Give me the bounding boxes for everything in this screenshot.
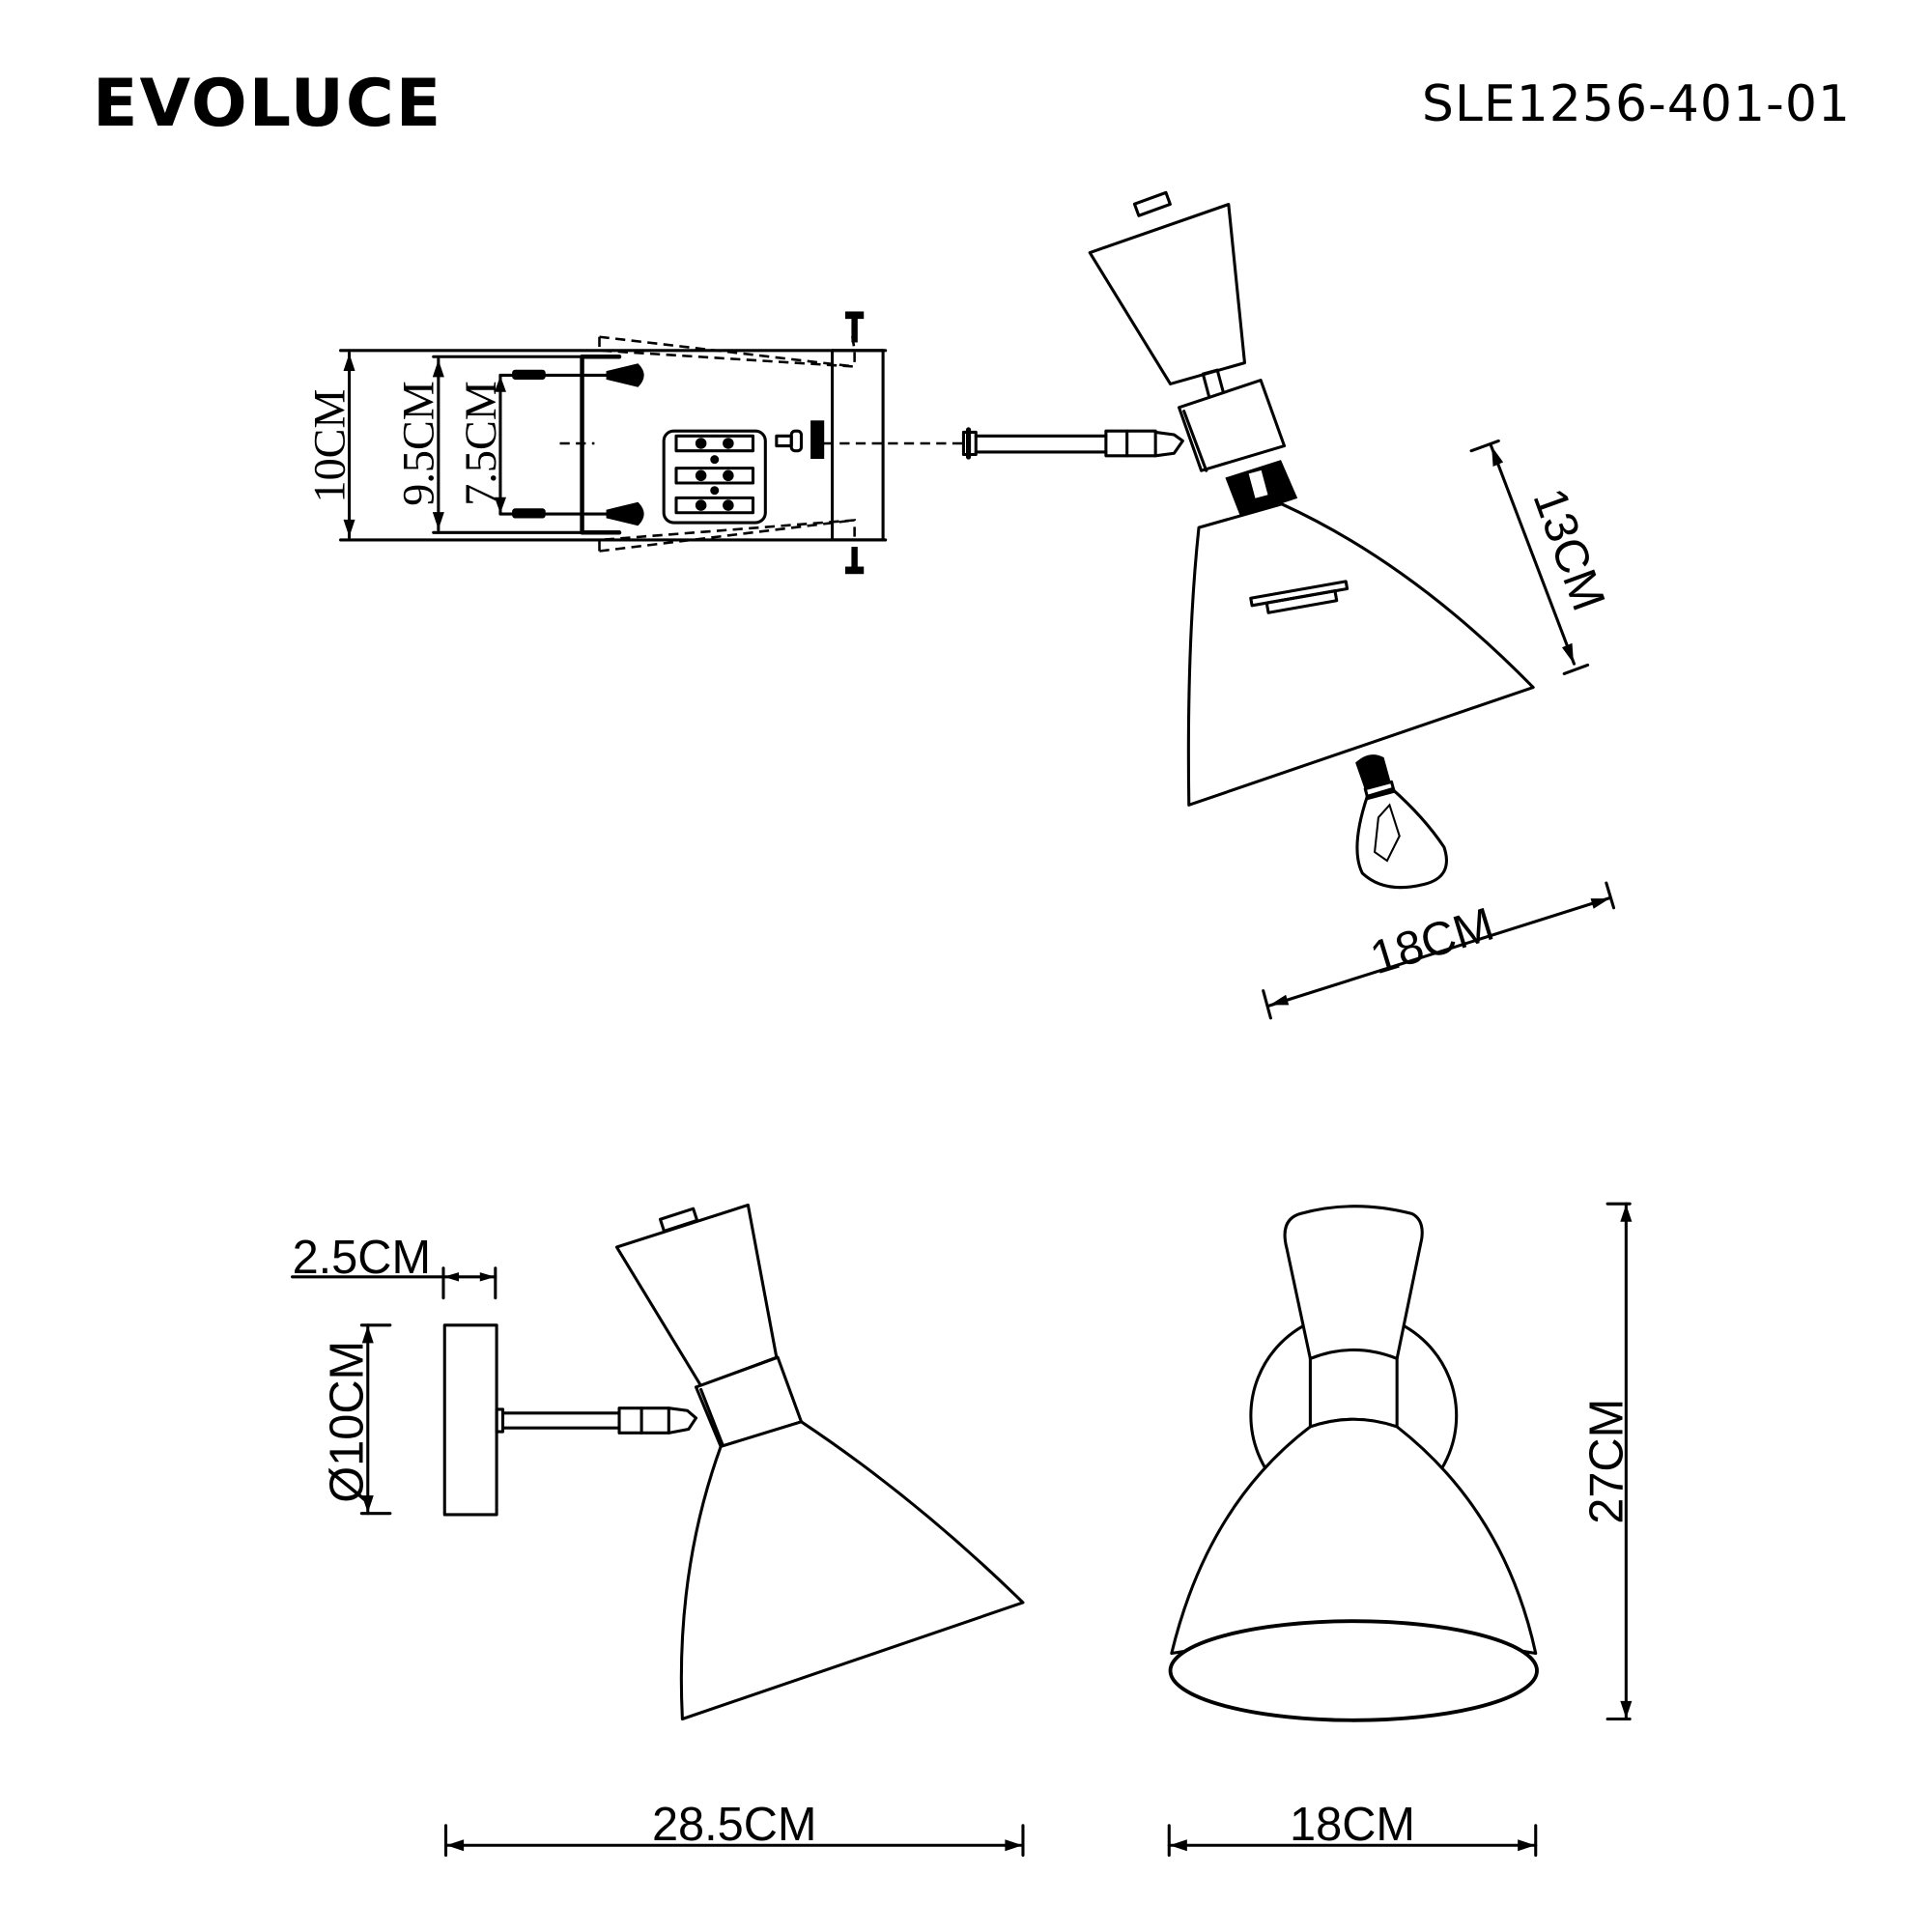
dim-label-diameter-10cm: Ø10CM <box>322 1341 374 1503</box>
model-number: SLE1256-401-01 <box>1421 75 1851 133</box>
dim-label-9-5cm: 9.5CM <box>394 381 443 505</box>
dim-label-18cm-shade: 18CM <box>1364 898 1499 985</box>
mounting-bracket-view: 10CM 9.5CM 7.5CM <box>304 311 967 575</box>
dim-label-18cm-front: 18CM <box>1290 1799 1415 1851</box>
dim-label-7-5cm: 7.5CM <box>456 381 505 505</box>
dim-label-2-5cm: 2.5CM <box>293 1232 431 1284</box>
front-view: 27CM 18CM <box>1167 1202 1633 1858</box>
bulb-icon <box>1355 754 1448 890</box>
side-view: 2.5CM Ø10CM <box>291 1203 1025 1858</box>
dim-label-27cm: 27CM <box>1580 1399 1633 1524</box>
terminal-block-icon <box>662 429 767 525</box>
dim-label-13cm: 13CM <box>1522 482 1614 618</box>
exploded-lamp-view: 13CM 18CM <box>961 190 1616 1020</box>
dim-label-28-5cm: 28.5CM <box>652 1799 817 1851</box>
brand-logo: EVOLUCE <box>93 66 443 142</box>
dim-label-10cm: 10CM <box>304 389 354 503</box>
